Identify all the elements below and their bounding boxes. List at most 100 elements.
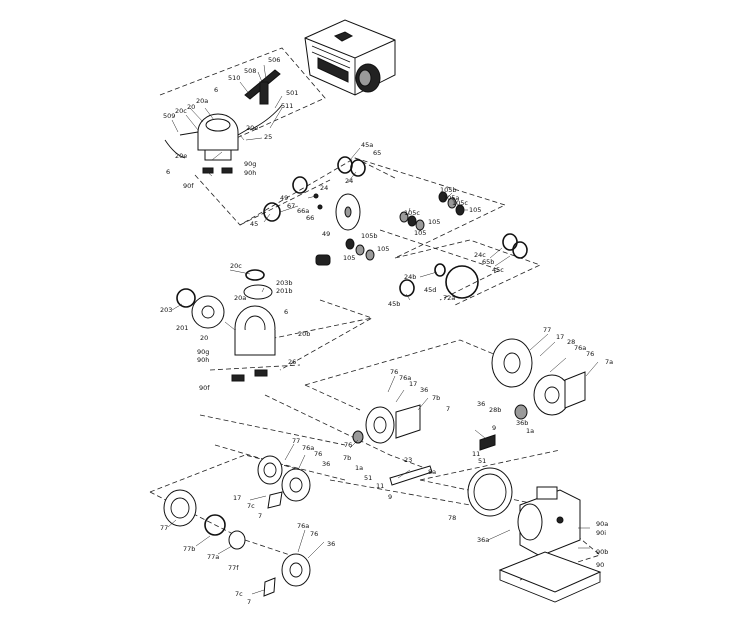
- label-76-center: 76: [390, 368, 398, 376]
- label-203: 203: [160, 306, 172, 314]
- label-20-lower: 20: [200, 334, 208, 342]
- label-65b: 65b: [482, 258, 494, 266]
- label-28: 28: [567, 338, 575, 346]
- label-7c-low: 7c: [235, 590, 243, 598]
- label-105-e: 105: [343, 254, 355, 262]
- label-105c: 105c: [452, 199, 468, 207]
- label-20a: 20a: [196, 97, 208, 105]
- label-105-a: 105: [469, 206, 481, 214]
- label-510: 510: [228, 74, 240, 82]
- label-77: 77: [543, 326, 551, 334]
- label-201b: 201b: [276, 287, 293, 295]
- label-25: 25: [264, 133, 272, 141]
- label-66: 66: [306, 214, 314, 222]
- label-105b-b: 105b: [361, 232, 378, 240]
- label-20b: 20b: [298, 330, 310, 338]
- label-90f: 90f: [183, 182, 194, 190]
- label-506: 506: [268, 56, 280, 64]
- label-20e-left: 20e: [175, 152, 187, 160]
- label-76a-mid: 76a: [302, 444, 314, 452]
- label-45: 45: [250, 220, 258, 228]
- label-90a: 90a: [596, 520, 608, 528]
- label-28b: 28b: [489, 406, 501, 414]
- label-203b: 203b: [276, 279, 293, 287]
- label-76a: 76a: [574, 344, 586, 352]
- label-105c-b: 105c: [404, 209, 420, 217]
- electric-motor: [498, 486, 602, 603]
- label-11-lower: 11: [376, 482, 384, 490]
- label-76a-center: 76a: [399, 374, 411, 382]
- label-45a: 45a: [361, 141, 373, 149]
- label-6-mid: 6: [284, 308, 288, 316]
- label-7-mid: 7: [258, 512, 262, 520]
- label-76-left: 76: [344, 441, 352, 449]
- label-77b: 77b: [183, 545, 195, 553]
- label-105-d: 105: [377, 245, 389, 253]
- label-51-lower: 51: [364, 474, 372, 482]
- label-105b: 105b: [440, 186, 457, 194]
- label-90f-lower: 90f: [199, 384, 210, 392]
- label-9-lower: 9: [388, 493, 392, 501]
- label-105-b: 105: [428, 218, 440, 226]
- label-66a: 66a: [297, 207, 309, 215]
- label-76-mid: 76: [314, 450, 322, 458]
- label-20a-lower: 20a: [234, 294, 246, 302]
- label-36-center: 36: [420, 386, 428, 394]
- label-105a: 105a: [443, 194, 459, 202]
- label-77a: 77a: [207, 553, 219, 561]
- label-65: 65: [373, 149, 381, 157]
- label-77-mid: 77: [292, 437, 300, 445]
- label-45c: 45c: [492, 266, 504, 274]
- label-17: 17: [556, 333, 564, 341]
- label-67: 67: [287, 202, 295, 210]
- label-45d: 45d: [424, 286, 436, 294]
- label-6: 6: [214, 86, 218, 94]
- label-501: 501: [286, 89, 298, 97]
- leader-lines: [167, 64, 599, 595]
- label-49: 49: [280, 194, 288, 202]
- label-7b: 7b: [432, 394, 440, 402]
- label-90: 90: [596, 561, 604, 569]
- label-511: 511: [281, 102, 293, 110]
- label-77-left: 77: [160, 524, 168, 532]
- label-7: 7: [446, 405, 450, 413]
- label-36-low: 36: [327, 540, 335, 548]
- label-8a: 8a: [428, 468, 436, 476]
- center-impeller-assembly: [352, 404, 513, 517]
- label-20c: 20c: [175, 107, 187, 115]
- label-90h: 90h: [244, 169, 256, 177]
- label-36b: 36b: [516, 419, 528, 427]
- part-number-labels: 506 508 510 501 511 6 20a 20 20c 509 20e…: [160, 56, 613, 606]
- label-1a-center: 1a: [355, 464, 363, 472]
- label-90g-lower: 90g: [197, 348, 209, 356]
- label-90g: 90g: [244, 160, 256, 168]
- label-23: 23: [404, 456, 412, 464]
- label-7b-left: 7b: [343, 454, 351, 462]
- label-78: 78: [448, 514, 456, 522]
- label-508: 508: [244, 67, 256, 75]
- label-77f: 77f: [228, 564, 239, 572]
- label-36a: 36a: [477, 536, 489, 544]
- motor-control-box: [304, 19, 396, 96]
- label-36-mid: 36: [322, 460, 330, 468]
- label-45b: 45b: [388, 300, 400, 308]
- label-90h-lower: 90h: [197, 356, 209, 364]
- label-105-c: 105: [414, 229, 426, 237]
- label-20: 20: [187, 103, 195, 111]
- label-20e-right: 20e: [246, 124, 258, 132]
- label-24c: 24c: [474, 251, 486, 259]
- label-90b: 90b: [596, 548, 608, 556]
- label-6-lower: 6: [166, 168, 170, 176]
- label-24-upper: 24: [345, 177, 353, 185]
- seal-kit-parts: [263, 156, 528, 299]
- label-76-low: 76: [310, 530, 318, 538]
- label-26: 26: [288, 358, 296, 366]
- label-17-mid: 17: [233, 494, 241, 502]
- label-7-low: 7: [247, 598, 251, 606]
- label-51: 51: [478, 457, 486, 465]
- pump-housing-lower: [176, 269, 276, 382]
- label-90i: 90i: [596, 529, 606, 537]
- label-24b: 24b: [404, 273, 416, 281]
- label-11: 11: [472, 450, 480, 458]
